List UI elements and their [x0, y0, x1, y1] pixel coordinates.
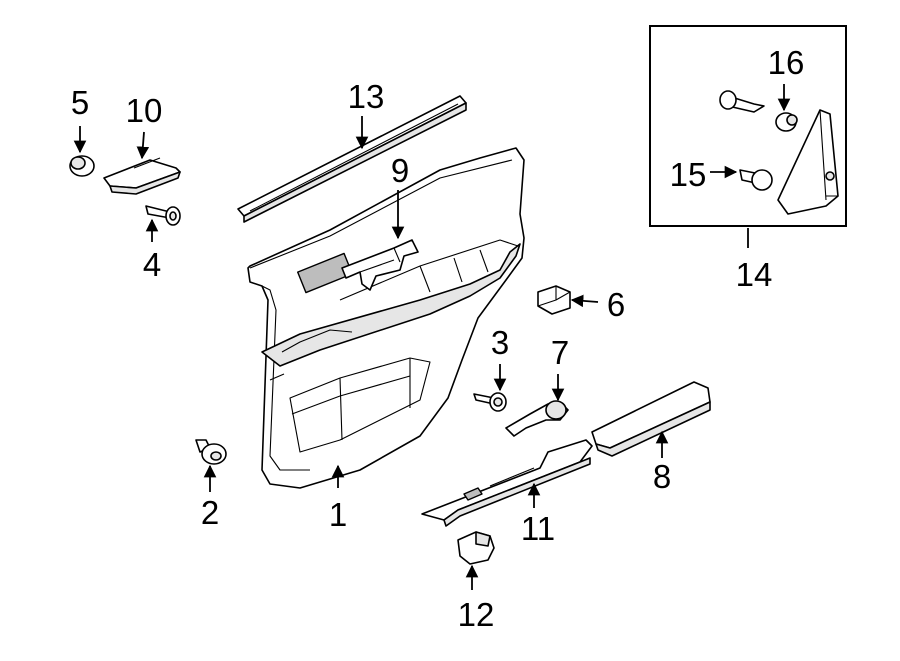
callout-5: 5 — [71, 84, 89, 121]
callout-16: 16 — [768, 44, 805, 81]
callout-7: 7 — [551, 334, 569, 371]
callout-labels: 1 2 3 4 5 6 7 8 9 10 11 12 13 14 15 16 — [71, 44, 805, 633]
weatherstrip-part-13 — [237, 95, 467, 223]
nut-part-16 — [775, 112, 798, 132]
callout-15: 15 — [670, 156, 707, 193]
kit-box-part-14 — [649, 25, 847, 227]
leader-lines — [73, 84, 791, 590]
bolt-part-16 — [719, 90, 765, 113]
callout-4: 4 — [143, 246, 161, 283]
switch-bezel-part-11 — [421, 439, 593, 527]
handle-part-7 — [505, 400, 569, 437]
bracket-part-10 — [103, 157, 181, 195]
clip-part-6 — [537, 285, 571, 315]
callout-6: 6 — [607, 286, 625, 323]
callout-9: 9 — [391, 152, 409, 189]
callout-3: 3 — [491, 324, 509, 361]
bracket-part-14 — [777, 109, 839, 215]
push-pin-part-4 — [145, 205, 181, 226]
callout-12: 12 — [458, 596, 495, 633]
bolt-part-15 — [739, 169, 773, 191]
screw-part-3 — [473, 392, 507, 412]
callout-11: 11 — [521, 510, 555, 547]
plug-part-12 — [457, 531, 495, 565]
callout-2: 2 — [201, 494, 219, 531]
callout-8: 8 — [653, 458, 671, 495]
nut-part-5 — [69, 155, 95, 177]
callout-13: 13 — [348, 78, 385, 115]
callout-14: 14 — [736, 256, 773, 293]
callout-1: 1 — [329, 496, 347, 533]
door-trim-panel-part-1 — [247, 147, 525, 489]
callout-10: 10 — [126, 92, 163, 129]
trim-strip-part-8 — [591, 381, 711, 457]
handle-bracket-part-9 — [341, 239, 419, 291]
clip-part-2 — [195, 439, 227, 465]
